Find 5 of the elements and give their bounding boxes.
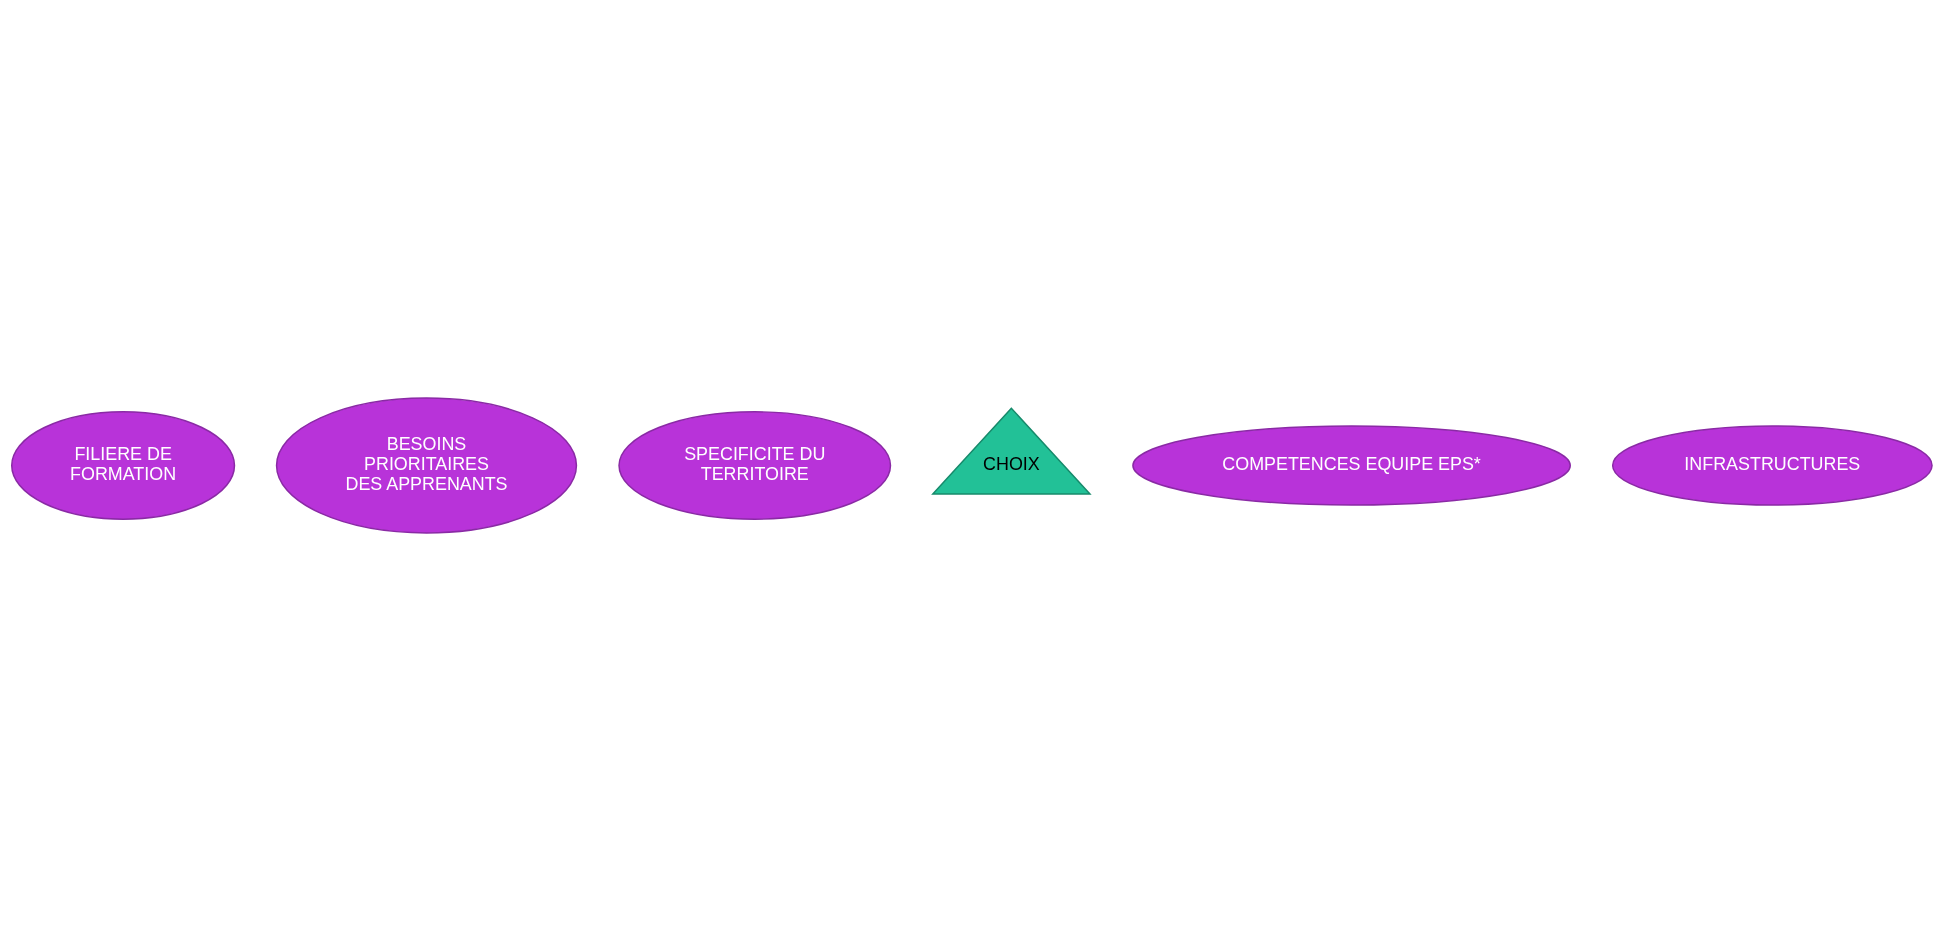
node-ellipse: FILIERE DE FORMATION [11, 411, 236, 520]
node-ellipse: BESOINS PRIORITAIRES DES APPRENANTS [275, 397, 578, 534]
node-ellipse: COMPETENCES EQUIPE EPS* [1132, 425, 1571, 506]
node-ellipse: INFRASTRUCTURES [1611, 425, 1933, 506]
node-ellipse: SPECIFICITE DU TERRITOIRE [618, 411, 892, 520]
